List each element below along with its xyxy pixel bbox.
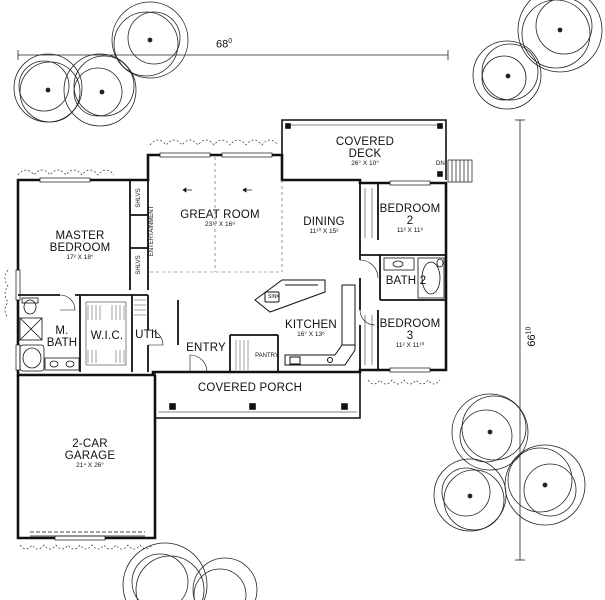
covered-porch-outline: [154, 372, 361, 419]
tree-top-right-2-icon: [517, 0, 603, 73]
tree-top-left-2-icon: [63, 53, 137, 127]
great-room-label: GREAT ROOM 23¹⁰ X 16⁸: [180, 209, 260, 229]
tree-right-3-icon: [504, 444, 586, 526]
shelves-bottom-label: SHLVS: [136, 255, 142, 275]
master-bedroom-label: MASTER BEDROOM 17² X 18°: [49, 230, 111, 262]
wic-shelves: [87, 299, 249, 370]
stairs-down-label: DN: [436, 161, 445, 167]
tree-right-1-icon: [451, 393, 529, 471]
tree-right-2-icon: [433, 458, 507, 532]
great-room-dashed: [150, 157, 283, 273]
shrubs: [4, 139, 441, 550]
windows: [15, 152, 431, 541]
garage-label: 2-CAR GARAGE 21⁴ X 26°: [64, 438, 116, 470]
shelves-top-label: SHLVS: [136, 188, 142, 208]
covered-porch-label: COVERED PORCH: [197, 382, 303, 394]
tree-top-right-1-icon: [472, 40, 542, 110]
tree-top-left-3-icon: [111, 1, 189, 79]
width-dimension: 680: [216, 38, 233, 51]
bedroom2-label: BEDROOM 2 11² X 11⁶: [379, 203, 441, 235]
tree-bottom-1-icon: [122, 542, 208, 600]
bath-fixtures: [19, 257, 445, 372]
sink-label: SINK: [268, 294, 280, 300]
tree-top-left-1-icon: [13, 53, 83, 123]
tree-bottom-2-icon: [192, 557, 258, 600]
bedroom3-label: BEDROOM 3 11² X 11¹⁰: [379, 318, 441, 350]
dining-label: DINING 11¹⁰ X 15²: [303, 216, 345, 236]
interior-walls: [18, 180, 446, 372]
deck-stairs: [447, 159, 473, 183]
entry-label: ENTRY: [186, 342, 226, 354]
depth-dimension: 6610: [525, 326, 539, 347]
dimension-lines: [17, 50, 525, 561]
util-label: UTIL: [135, 329, 161, 341]
trees: [13, 0, 603, 600]
closet-rods: [85, 188, 373, 366]
covered-deck-label: COVERED DECK 26° X 10°: [335, 136, 395, 168]
garage-door: [30, 531, 145, 537]
arrows: [182, 187, 252, 193]
master-bath-label: M. BATH: [46, 325, 78, 350]
bath2-label: BATH 2: [385, 275, 427, 287]
wic-label: W.I.C.: [90, 330, 124, 342]
door-swings: [59, 259, 379, 373]
kitchen-label: KITCHEN 16° X 13⁶: [285, 319, 337, 339]
pantry-label: PANTRY: [255, 353, 279, 359]
entertainment-label: ENTERTAINMENT: [149, 205, 155, 257]
covered-deck-outline: [281, 119, 447, 180]
kitchen-counters: [254, 279, 356, 366]
